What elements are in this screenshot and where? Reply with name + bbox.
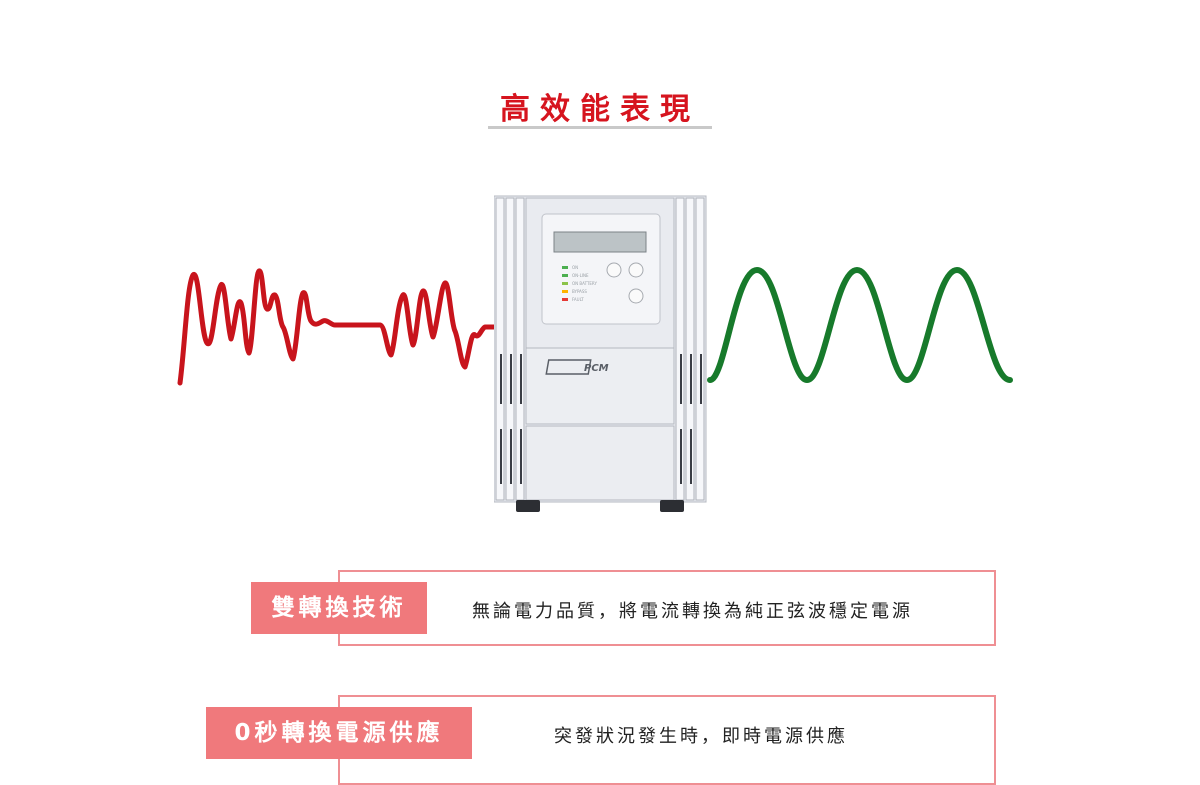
title-underline — [488, 126, 712, 129]
svg-text:ON BATTERY: ON BATTERY — [572, 281, 597, 286]
brand-logo: PCM — [584, 363, 609, 374]
section-title: 高效能表現 — [500, 92, 700, 127]
feature-badge-zero-transfer: 0秒轉換電源供應 — [206, 707, 472, 759]
svg-text:ON-LINE: ON-LINE — [572, 273, 589, 278]
ups-device-image: ON ON-LINE ON BATTERY BYPASS FAULT PCM — [493, 194, 708, 514]
feature-desc-zero-transfer: 突發狀況發生時，即時電源供應 — [554, 726, 848, 747]
svg-text:ON: ON — [572, 265, 578, 270]
clean-sine-wave — [707, 266, 1013, 384]
distorted-power-wave — [177, 268, 500, 386]
feature-desc-double-conversion: 無論電力品質，將電流轉換為純正弦波穩定電源 — [472, 601, 913, 622]
svg-text:BYPASS: BYPASS — [572, 289, 587, 294]
svg-text:FAULT: FAULT — [572, 297, 584, 302]
feature-badge-double-conversion: 雙轉換技術 — [251, 582, 427, 634]
feature-card-double-conversion — [338, 570, 996, 646]
